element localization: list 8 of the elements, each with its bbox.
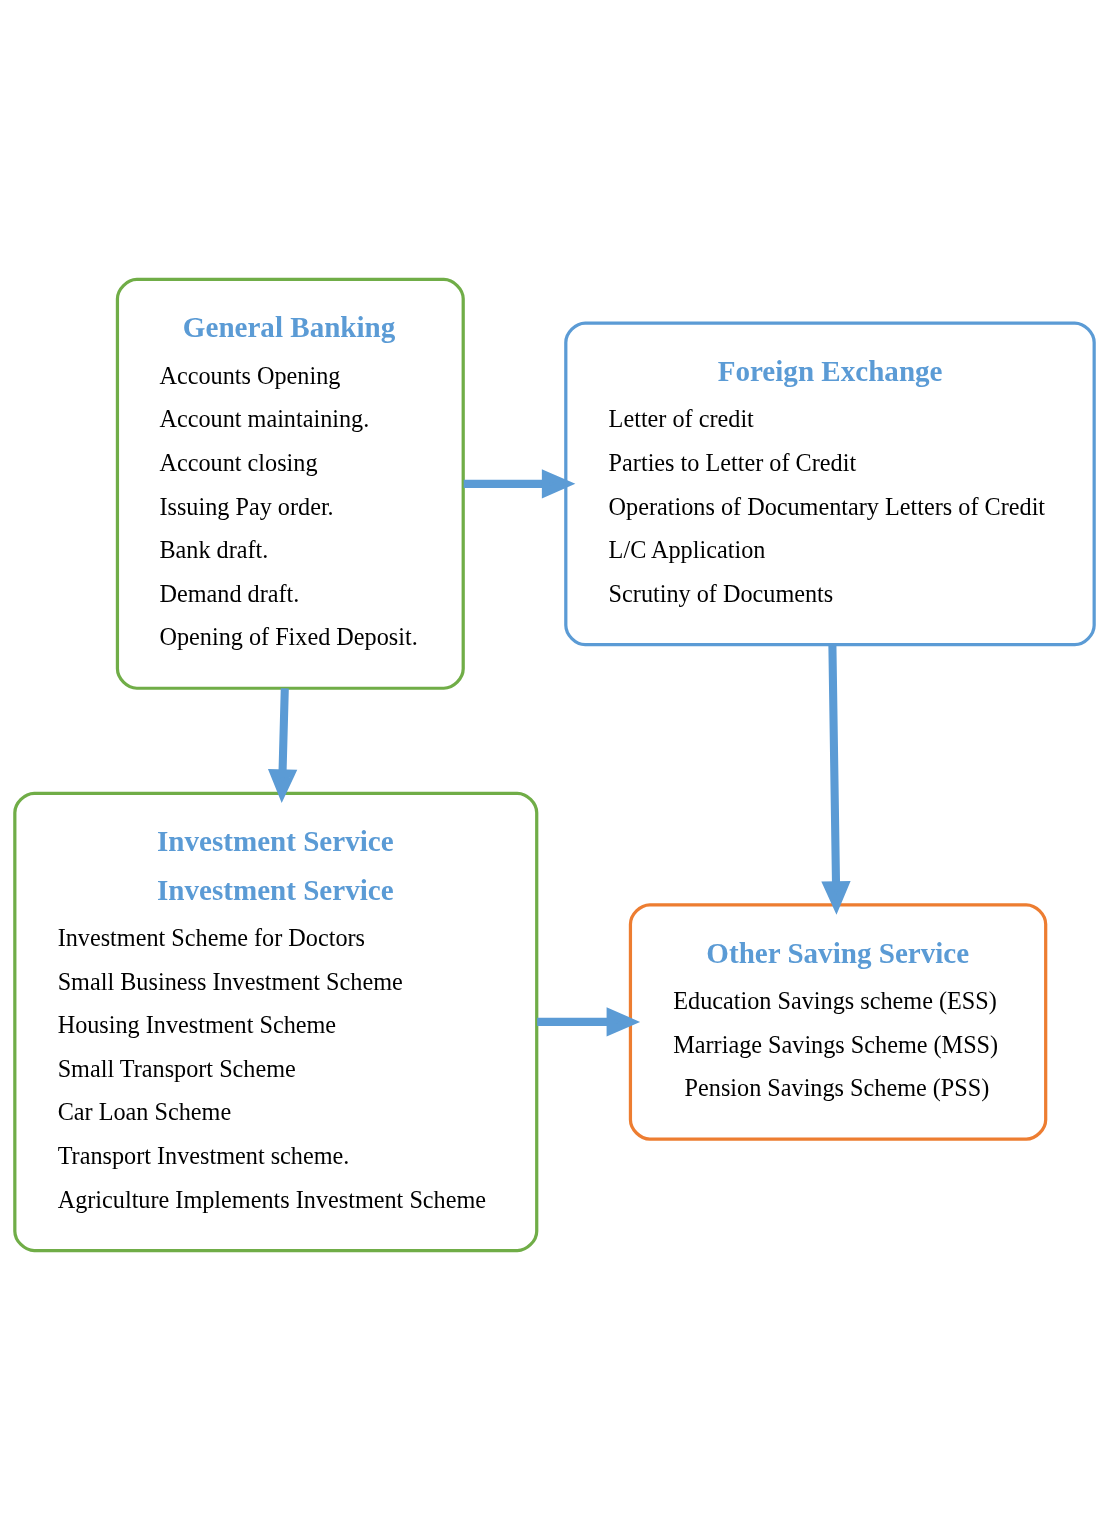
arrow [821,645,851,915]
node-box: General Banking Accounts Opening Account maintaining. Account closing Issuing Pay order. Bank draft. Demand draft. Opening of Fixed Deposit. [115,277,465,690]
node-box: Foreign Exchange Letter of credit Parties to Letter of Credit Operations of Documentary Letters of Credit L/C Application Scrutiny of Documents [564,321,1096,647]
arrow [463,469,576,499]
node-box: Other Saving Service Education Savings scheme (ESS) Marriage Savings Scheme (MSS) Pension Savings Scheme (PSS) [628,903,1048,1141]
arrow [267,688,298,803]
node-box: Investment Service Investment Service Investment Scheme for Doctors Small Business Investment Scheme Housing Investment Scheme Small Transport Scheme Car Loan Scheme Transport Investment scheme. Agriculture Implements Investment Scheme [13,791,539,1253]
arrow [537,1007,641,1037]
